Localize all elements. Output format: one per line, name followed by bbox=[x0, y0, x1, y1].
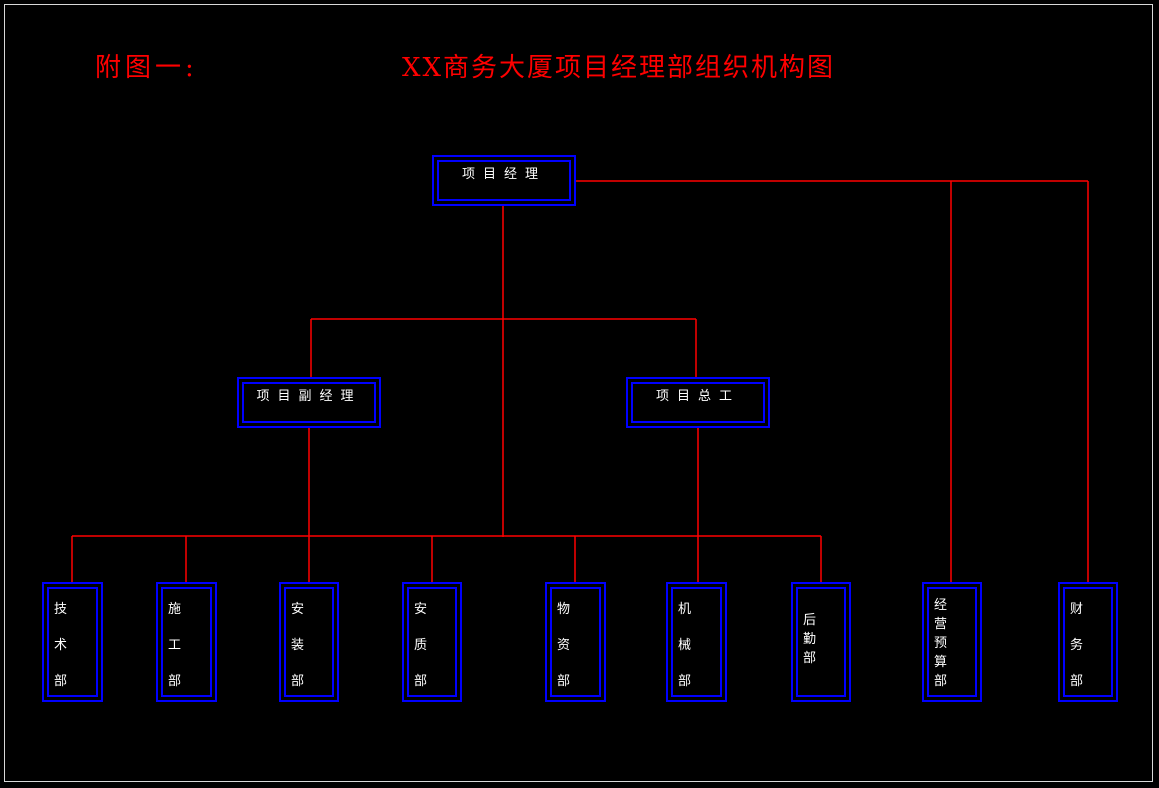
dept-char: 物 bbox=[557, 602, 571, 617]
dept-char: 务 bbox=[1070, 638, 1084, 653]
dept-char: 机 bbox=[678, 602, 692, 617]
node-dept-materials[interactable]: 物 资 部 bbox=[545, 582, 606, 702]
dept-char: 安 bbox=[291, 602, 305, 617]
dept-char: 预 bbox=[934, 636, 948, 651]
node-chief-engineer[interactable]: 项目总工 bbox=[626, 377, 770, 428]
figure-label: 附图一: bbox=[95, 53, 198, 83]
dept-char: 部 bbox=[934, 674, 948, 689]
node-dept-safety-quality[interactable]: 安 质 部 bbox=[402, 582, 462, 702]
dept-char: 术 bbox=[54, 638, 68, 653]
node-deputy-manager[interactable]: 项目副经理 bbox=[237, 377, 381, 428]
dept-char: 营 bbox=[934, 617, 948, 632]
node-label: 项目副经理 bbox=[256, 389, 362, 404]
dept-char: 勤 bbox=[803, 632, 817, 647]
node-dept-tech[interactable]: 技 术 部 bbox=[42, 582, 103, 702]
dept-char: 算 bbox=[934, 655, 948, 670]
dept-char: 部 bbox=[414, 674, 428, 689]
dept-char: 后 bbox=[803, 613, 817, 628]
node-dept-finance[interactable]: 财 务 部 bbox=[1058, 582, 1118, 702]
drawing-frame bbox=[4, 4, 1153, 782]
dept-char: 安 bbox=[414, 602, 428, 617]
node-dept-installation[interactable]: 安 装 部 bbox=[279, 582, 339, 702]
dept-char: 施 bbox=[168, 602, 182, 617]
dept-char: 资 bbox=[557, 638, 571, 653]
node-label: 项目总工 bbox=[655, 389, 740, 404]
dept-char: 部 bbox=[1070, 674, 1084, 689]
dept-char: 部 bbox=[803, 651, 817, 666]
dept-char: 技 bbox=[54, 602, 68, 617]
dept-char: 装 bbox=[291, 638, 305, 653]
node-label: 项目经理 bbox=[461, 167, 546, 182]
chart-title: XX商务大厦项目经理部组织机构图 bbox=[402, 53, 836, 83]
node-project-manager[interactable]: 项目经理 bbox=[432, 155, 576, 206]
dept-char: 部 bbox=[291, 674, 305, 689]
dept-char: 部 bbox=[678, 674, 692, 689]
dept-char: 工 bbox=[168, 638, 182, 653]
dept-char: 部 bbox=[54, 674, 68, 689]
node-dept-machinery[interactable]: 机 械 部 bbox=[666, 582, 727, 702]
node-dept-logistics[interactable]: 后 勤 部 bbox=[791, 582, 851, 702]
dept-char: 经 bbox=[934, 598, 948, 613]
dept-char: 部 bbox=[557, 674, 571, 689]
dept-char: 质 bbox=[414, 638, 428, 653]
dept-char: 财 bbox=[1070, 602, 1084, 617]
node-dept-budget[interactable]: 经 营 预 算 部 bbox=[922, 582, 982, 702]
node-dept-construction[interactable]: 施 工 部 bbox=[156, 582, 217, 702]
dept-char: 械 bbox=[678, 638, 692, 653]
dept-char: 部 bbox=[168, 674, 182, 689]
